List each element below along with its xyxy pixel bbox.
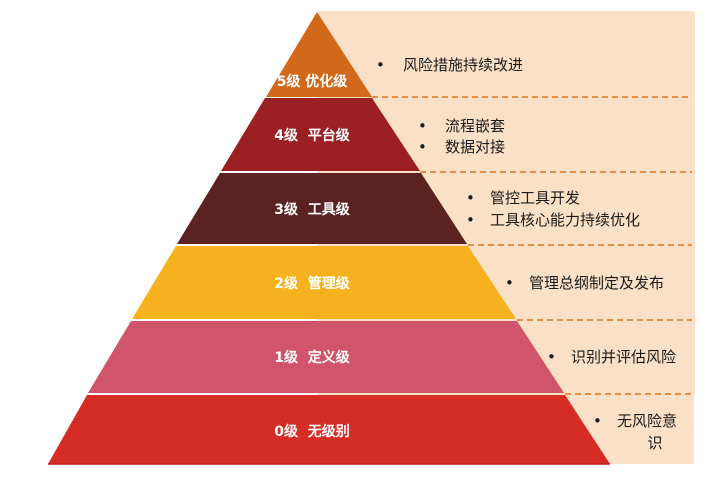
bullet-icon: •	[418, 138, 427, 156]
description-item: 工具核心能力持续优化	[490, 211, 640, 229]
level-4-label: 4级 平台级	[274, 127, 350, 144]
level-1-description: • 识别并评估风险	[547, 348, 676, 366]
level-0-label: 0级 无级别	[274, 423, 350, 440]
bullet-icon: •	[466, 189, 475, 207]
level-2-label: 2级 管理级	[274, 275, 350, 292]
level-3-description: • 管控工具开发 • 工具核心能力持续优化	[466, 189, 640, 229]
dividers	[372, 96, 692, 395]
bullet-icon: •	[547, 348, 556, 366]
description-item: 无风险意	[617, 412, 677, 430]
description-item: 数据对接	[445, 138, 505, 156]
description-item: 管控工具开发	[490, 189, 580, 207]
description-item: 管理总纲制定及发布	[529, 274, 664, 292]
bullet-icon: •	[376, 56, 385, 74]
level-5-band	[266, 12, 372, 97]
description-item: 流程嵌套	[445, 117, 505, 135]
level-5-description: • 风险措施持续改进	[376, 56, 523, 74]
description-item: 风险措施持续改进	[403, 56, 523, 74]
description-item: 识别并评估风险	[571, 348, 676, 366]
level-0-description: • 无风险意 识	[593, 412, 677, 452]
level-5-label: 5级 优化级	[277, 73, 349, 90]
description-item-continued: 识	[647, 434, 662, 452]
level-2-band	[132, 246, 516, 319]
bullet-icon: •	[593, 412, 602, 430]
level-0-band	[48, 395, 610, 464]
bullet-icon: •	[466, 211, 475, 229]
level-1-label: 1级 定义级	[274, 349, 350, 366]
level-3-band	[177, 173, 467, 244]
bullet-icon: •	[505, 274, 514, 292]
level-3-label: 3级 工具级	[274, 201, 350, 218]
level-4-band	[221, 98, 420, 171]
level-2-description: • 管理总纲制定及发布	[505, 274, 664, 292]
level-1-band	[88, 321, 564, 393]
level-4-description: • 流程嵌套 • 数据对接	[418, 117, 505, 156]
bullet-icon: •	[418, 117, 427, 135]
